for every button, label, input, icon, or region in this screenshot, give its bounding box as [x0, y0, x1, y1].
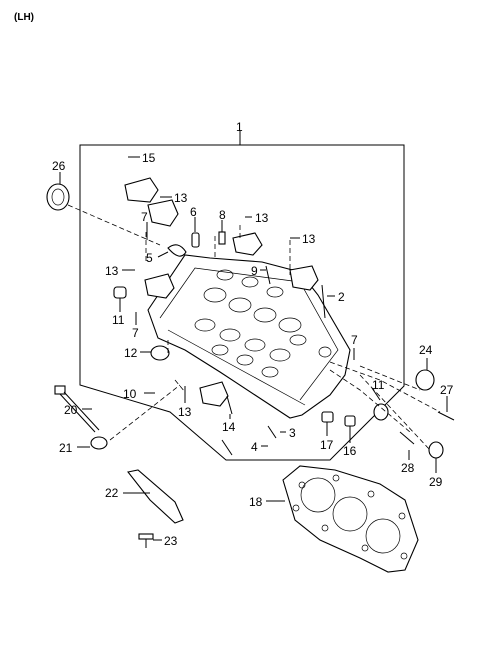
assembly-outline [79, 144, 405, 461]
callout-7: 7 [351, 333, 358, 347]
guide-lines [67, 204, 441, 451]
callout-7: 7 [132, 326, 139, 340]
washer-21 [90, 436, 108, 450]
callout-8: 8 [219, 208, 226, 222]
pin-27 [437, 411, 455, 421]
stud-4 [221, 439, 233, 456]
callout-28: 28 [401, 461, 415, 475]
callout-5: 5 [146, 251, 153, 265]
callout-4: 4 [251, 440, 258, 454]
seal-5 [167, 244, 187, 257]
stud-9 [265, 265, 271, 285]
seal-11-right [373, 403, 389, 421]
stud-3 [267, 425, 277, 439]
leader-lines [59, 131, 448, 541]
plug-16 [344, 415, 356, 427]
callout-27: 27 [440, 383, 454, 397]
callout-15: 15 [142, 151, 156, 165]
seal-24 [415, 369, 435, 391]
callout-13: 13 [255, 211, 269, 225]
bolt-23 [138, 533, 154, 548]
seal-12 [150, 345, 170, 361]
callout-13: 13 [302, 232, 316, 246]
callout-24: 24 [419, 343, 433, 357]
callout-16: 16 [343, 444, 357, 458]
callout-6: 6 [190, 205, 197, 219]
callout-2: 2 [338, 290, 345, 304]
stud-28 [399, 431, 415, 445]
callout-numbers: 1 15 26 13 7 6 8 13 13 5 13 9 2 11 7 7 2… [52, 120, 454, 548]
callout-3: 3 [289, 426, 296, 440]
cam-cap-mid [232, 232, 263, 256]
cam-cap-upper [147, 199, 179, 227]
callout-23: 23 [164, 534, 178, 548]
stud-14 [226, 395, 233, 415]
cam-cap-left [144, 273, 175, 299]
bracket-22 [127, 469, 184, 524]
seal-29 [428, 441, 444, 459]
callout-9: 9 [251, 264, 258, 278]
cylinder-head [147, 254, 351, 419]
callout-21: 21 [59, 441, 73, 455]
callout-11: 11 [112, 313, 125, 327]
callout-11: 11 [372, 378, 385, 392]
cam-cap-right [289, 265, 319, 291]
cam-cap-lower [199, 381, 229, 407]
callout-7: 7 [141, 210, 148, 224]
callout-29: 29 [429, 475, 443, 489]
callout-13: 13 [178, 405, 192, 419]
head-bolt-20 [54, 385, 100, 433]
variant-label: (LH) [14, 12, 34, 23]
pin-6 [191, 232, 200, 248]
callout-22: 22 [105, 486, 119, 500]
plug-17 [321, 411, 334, 423]
callout-14: 14 [222, 420, 236, 434]
callout-17: 17 [320, 438, 334, 452]
callout-13: 13 [105, 264, 119, 278]
plug-11-left [113, 286, 127, 299]
callout-18: 18 [249, 495, 263, 509]
callout-12: 12 [124, 346, 138, 360]
callout-26: 26 [52, 159, 66, 173]
head-gasket-18 [282, 465, 419, 573]
oil-seal-26 [46, 183, 70, 211]
pin-8 [218, 231, 226, 245]
callout-20: 20 [64, 403, 78, 417]
callout-13: 13 [174, 191, 188, 205]
stud-2 [321, 284, 326, 319]
callout-1: 1 [236, 120, 243, 134]
callout-10: 10 [123, 387, 137, 401]
cam-cap-front [124, 177, 159, 203]
